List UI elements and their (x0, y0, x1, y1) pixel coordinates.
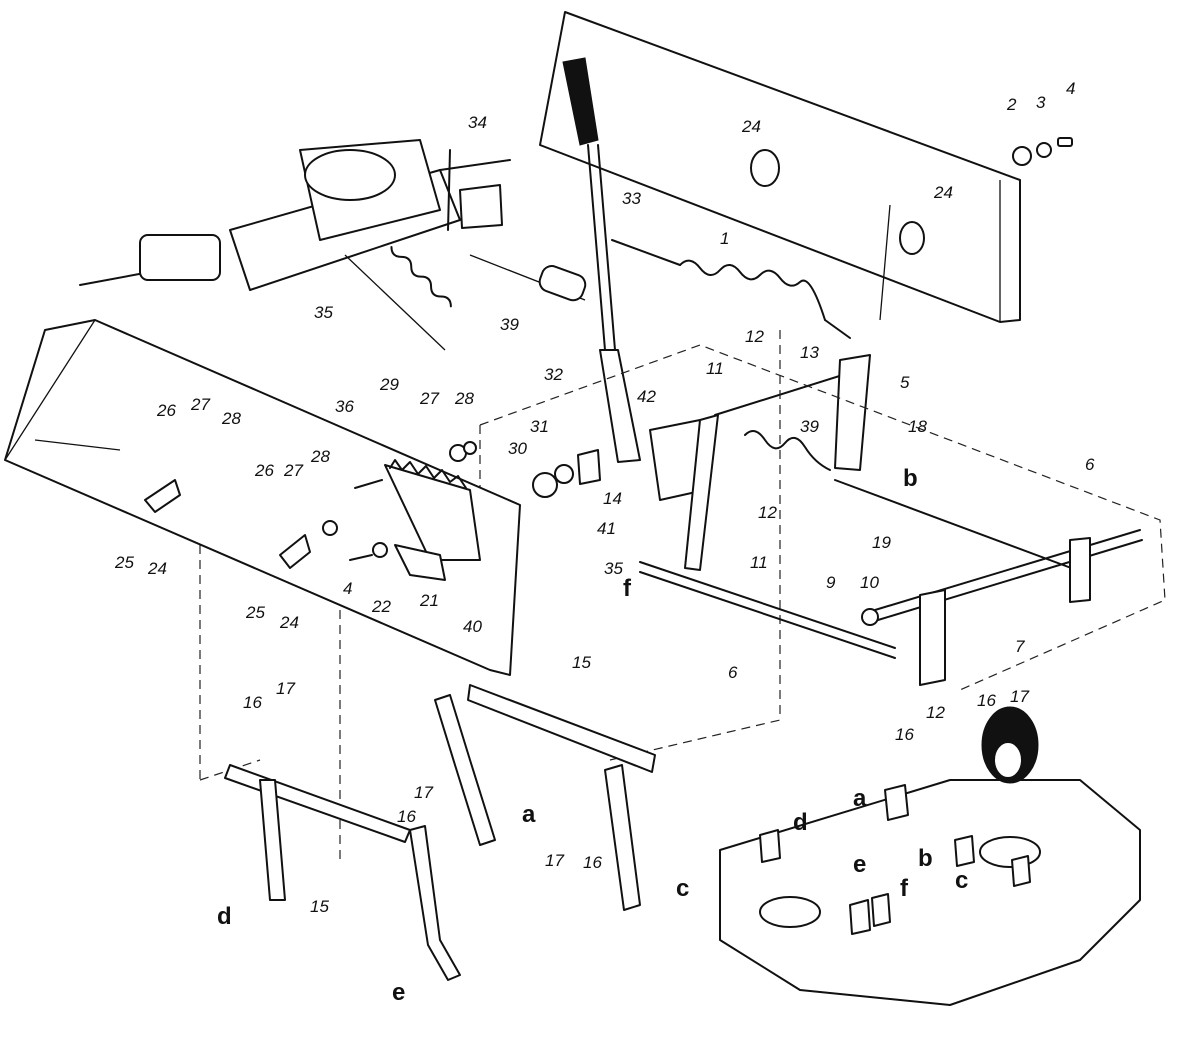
spring-35-upper (344, 245, 452, 351)
side-panel (4, 319, 521, 676)
label-12b: 12 (758, 503, 777, 522)
spring-39-upper (469, 254, 587, 302)
label-26a: 26 (156, 401, 176, 420)
label-18: 18 (908, 417, 927, 436)
bracket-group (532, 414, 719, 571)
letter-b-deck: b (918, 845, 933, 872)
label-9: 9 (826, 573, 836, 592)
label-4b: 4 (343, 579, 352, 598)
link-15-lower (224, 764, 411, 901)
label-2: 2 (1006, 95, 1017, 114)
label-11a: 11 (706, 359, 724, 378)
pivot-arms (144, 441, 477, 581)
label-35a: 35 (314, 303, 333, 322)
link-e (409, 825, 461, 981)
label-15a: 15 (572, 653, 591, 672)
label-26b: 26 (254, 461, 274, 480)
label-28b: 28 (310, 447, 330, 466)
label-25a: 25 (114, 553, 134, 572)
label-5: 5 (900, 373, 910, 392)
label-3: 3 (1036, 93, 1046, 112)
label-39a: 39 (500, 315, 519, 334)
spring-1 (611, 239, 851, 339)
label-40: 40 (463, 617, 482, 636)
label-21: 21 (419, 591, 439, 610)
letter-d: d (217, 903, 232, 930)
label-6a: 6 (1085, 455, 1095, 474)
label-30: 30 (508, 439, 527, 458)
letter-f: f (623, 575, 632, 602)
letter-d-deck: d (793, 809, 808, 836)
label-41: 41 (597, 519, 616, 538)
label-36: 36 (335, 397, 354, 416)
link-c (604, 764, 641, 911)
label-28a: 28 (221, 409, 241, 428)
spring-39-lower (744, 430, 831, 471)
label-32: 32 (544, 365, 563, 384)
label-27b: 27 (283, 461, 303, 480)
link-a (434, 694, 496, 846)
label-14: 14 (603, 489, 622, 508)
mower-deck (719, 779, 1141, 1006)
rear-panel (539, 11, 1021, 323)
label-12a: 12 (745, 327, 764, 346)
label-34: 34 (468, 113, 487, 132)
label-13: 13 (800, 343, 819, 362)
label-16c: 16 (583, 853, 602, 872)
label-25b: 25 (245, 603, 265, 622)
label-27a: 27 (190, 395, 210, 414)
letter-f-deck: f (900, 875, 909, 902)
letter-a: a (522, 801, 536, 828)
label-16a: 16 (243, 693, 262, 712)
label-6b: 6 (728, 663, 738, 682)
label-27c: 27 (419, 389, 439, 408)
label-24c: 24 (147, 559, 167, 578)
label-24a: 24 (741, 117, 761, 136)
letter-e-deck: e (853, 851, 866, 878)
label-22: 22 (371, 597, 391, 616)
label-19: 19 (872, 533, 891, 552)
label-28c: 28 (454, 389, 474, 408)
label-16e: 16 (895, 725, 914, 744)
letter-a-deck: a (853, 785, 867, 812)
transmission-assembly (79, 139, 511, 291)
letter-c-deck: c (955, 867, 968, 894)
label-17d: 17 (1010, 687, 1029, 706)
label-24b: 24 (933, 183, 953, 202)
label-4: 4 (1066, 79, 1075, 98)
link-15-upper (467, 684, 656, 773)
label-7: 7 (1015, 637, 1025, 656)
label-29: 29 (379, 375, 399, 394)
bolt-assembly (1012, 137, 1073, 166)
label-33: 33 (622, 189, 641, 208)
rod-13 (714, 354, 871, 471)
label-12c: 12 (926, 703, 945, 722)
label-16d: 16 (977, 691, 996, 710)
label-15b: 15 (310, 897, 329, 916)
shaft-7 (861, 529, 1143, 686)
letter-c: c (676, 875, 689, 902)
label-17c: 17 (545, 851, 564, 870)
label-16b: 16 (397, 807, 416, 826)
rod-6 (639, 479, 1091, 659)
label-17a: 17 (276, 679, 295, 698)
deck-wheel (981, 706, 1039, 784)
frame-outline (199, 330, 1166, 860)
label-31: 31 (530, 417, 549, 436)
label-11b: 11 (750, 553, 768, 572)
label-39b: 39 (800, 417, 819, 436)
label-24d: 24 (279, 613, 299, 632)
letter-b: b (903, 465, 918, 492)
label-10: 10 (860, 573, 879, 592)
label-35b: 35 (604, 559, 623, 578)
label-42: 42 (637, 387, 656, 406)
label-17b: 17 (414, 783, 433, 802)
letter-e: e (392, 979, 405, 1006)
connection-letters: a a b b c c d d e e f f (217, 465, 968, 1006)
sector-plate (384, 459, 481, 561)
label-1: 1 (720, 229, 729, 248)
part-labels: 1 2 3 4 5 6 6 7 9 10 11 11 12 12 12 13 1… (114, 79, 1095, 916)
